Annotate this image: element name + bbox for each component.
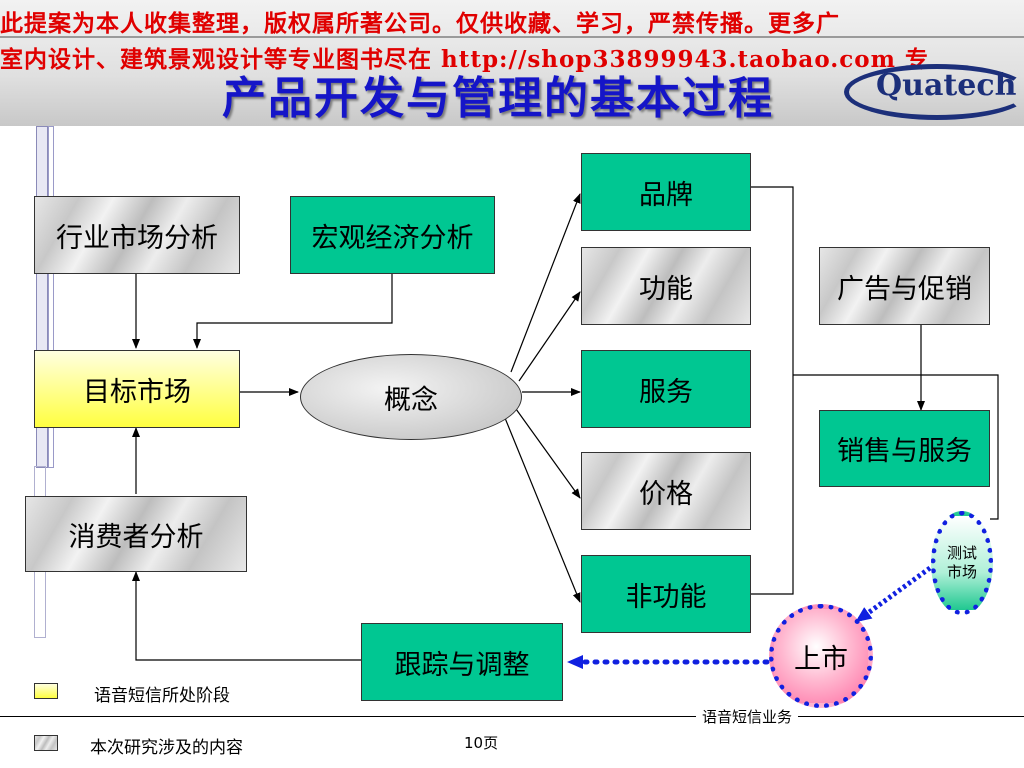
arrow-macro-to-target [193,274,393,349]
price-box: 价格 [581,452,751,530]
page-number: 10页 [464,734,499,752]
target-market-box: 目标市场 [34,350,240,428]
industry-market-analysis-box: 行业市场分析 [34,196,240,274]
logo-swoosh-icon [844,64,1024,120]
arrow-concept-to-brand [510,193,581,373]
consumer-analysis-box: 消费者分析 [25,496,247,572]
arrow-concept-to-function [518,291,581,382]
arrow-concept-to-price [515,408,581,499]
legend-swatch-research-scope [34,735,58,751]
concept-oval: 概念 [300,354,522,440]
top-banner: 此提案为本人收集整理，版权属所著公司。仅供收藏、学习，严禁传播。更多广 室内设计… [0,0,1024,126]
test-market-node: 测试 市场 [931,511,993,615]
tracking-adjustment-box: 跟踪与调整 [361,623,563,701]
test-market-label-1: 测试 [946,544,977,562]
footer-divider [0,716,1024,717]
advertising-promotion-box: 广告与促销 [819,247,990,325]
decorative-bar-inner [48,126,54,468]
legend-research-scope: 本次研究涉及的内容 [90,738,243,758]
banner-divider [0,36,1024,38]
bracket-attributes [751,186,794,595]
service-box: 服务 [581,350,751,428]
sales-service-box: 销售与服务 [819,410,990,487]
launch-node: 上市 [769,604,873,708]
legend-swatch-current-stage [34,683,58,699]
company-logo: Quatech [840,60,1024,120]
arrow-tracking-to-consumer [132,571,361,661]
banner-notice-line-2: 室内设计、建筑景观设计等专业图书尽在 http://shop33899943.t… [0,46,929,73]
macro-economic-analysis-box: 宏观经济分析 [290,196,495,274]
function-box: 功能 [581,247,751,325]
arrow-concept-to-nonfunction [504,417,581,603]
brand-box: 品牌 [581,153,751,231]
legend-current-stage: 语音短信所处阶段 [94,686,230,706]
non-function-box: 非功能 [581,555,751,633]
banner-notice-line-1: 此提案为本人收集整理，版权属所著公司。仅供收藏、学习，严禁传播。更多广 [0,10,840,37]
test-market-label-2: 市场 [946,563,977,581]
logo-text: Quatech [876,68,1017,103]
footer-label: 语音短信业务 [696,706,799,727]
line-attributes-to-test-market [793,374,999,520]
arrow-test-market-to-launch [855,565,932,624]
page-title: 产品开发与管理的基本过程 [222,73,774,124]
